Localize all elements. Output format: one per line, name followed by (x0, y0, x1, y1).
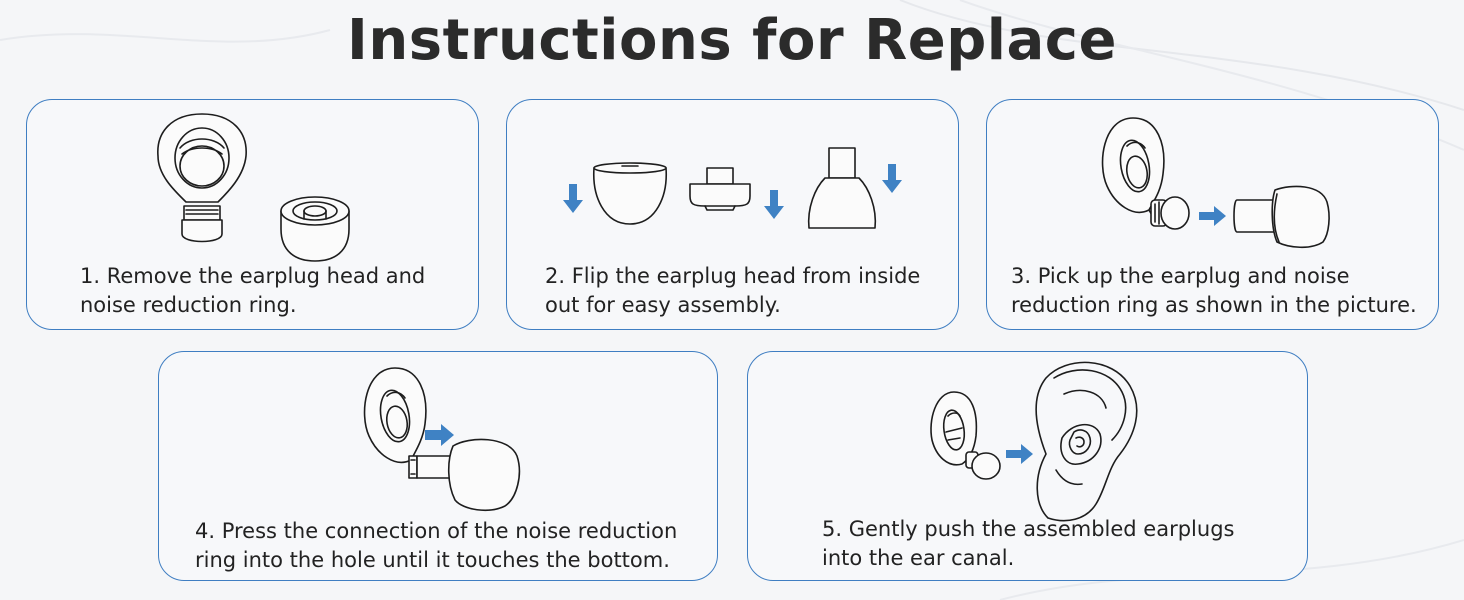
step-4-caption: 4. Press the connection of the noise red… (195, 517, 677, 575)
ear-tip-icon (1233, 185, 1330, 249)
earplug-icon (1101, 117, 1190, 230)
down-arrow-icon (882, 164, 902, 193)
step-2-card: 2. Flip the earplug head from inside out… (506, 99, 959, 330)
step-4-line-1: 4. Press the connection of the noise red… (195, 519, 678, 543)
step-3-line-2: reduction ring as shown in the picture. (1011, 293, 1417, 317)
step-1-caption: 1. Remove the earplug head and noise red… (80, 262, 425, 320)
earplug-head-icon (157, 113, 247, 243)
earplug-icon (363, 367, 427, 463)
connector-icon (689, 167, 751, 211)
step-2-line-1: 2. Flip the earplug head from inside (545, 264, 921, 288)
down-arrow-icon (764, 190, 784, 219)
earplug-icon (930, 391, 1001, 480)
step-5-line-2: into the ear canal. (822, 546, 1015, 570)
step-4-line-2: ring into the hole until it touches the … (195, 548, 670, 572)
earplug-cup-icon (593, 162, 667, 225)
flipped-head-icon (807, 147, 877, 229)
ear-tip-icon (408, 438, 521, 512)
step-5-line-1: 5. Gently push the assembled earplugs (822, 517, 1235, 541)
step-1-line-1: 1. Remove the earplug head and (80, 264, 426, 288)
step-3-line-1: 3. Pick up the earplug and noise (1011, 264, 1350, 288)
step-4-card: 4. Press the connection of the noise red… (158, 351, 718, 581)
step-3-card: 3. Pick up the earplug and noise reducti… (986, 99, 1439, 330)
right-arrow-icon (425, 424, 454, 446)
step-1-line-2: noise reduction ring. (80, 293, 297, 317)
down-arrow-icon (563, 184, 583, 213)
step-2-caption: 2. Flip the earplug head from inside out… (545, 262, 920, 320)
page-title: Instructions for Replace (347, 8, 1117, 73)
right-arrow-icon (1199, 206, 1226, 226)
right-arrow-icon (1006, 444, 1033, 464)
step-3-caption: 3. Pick up the earplug and noise reducti… (1011, 262, 1417, 320)
ear-icon (1035, 361, 1138, 522)
step-5-caption: 5. Gently push the assembled earplugs in… (822, 515, 1234, 573)
step-5-card: 5. Gently push the assembled earplugs in… (747, 351, 1308, 581)
step-2-line-2: out for easy assembly. (545, 293, 781, 317)
noise-reduction-ring-icon (280, 196, 350, 262)
step-1-card: 1. Remove the earplug head and noise red… (26, 99, 479, 330)
